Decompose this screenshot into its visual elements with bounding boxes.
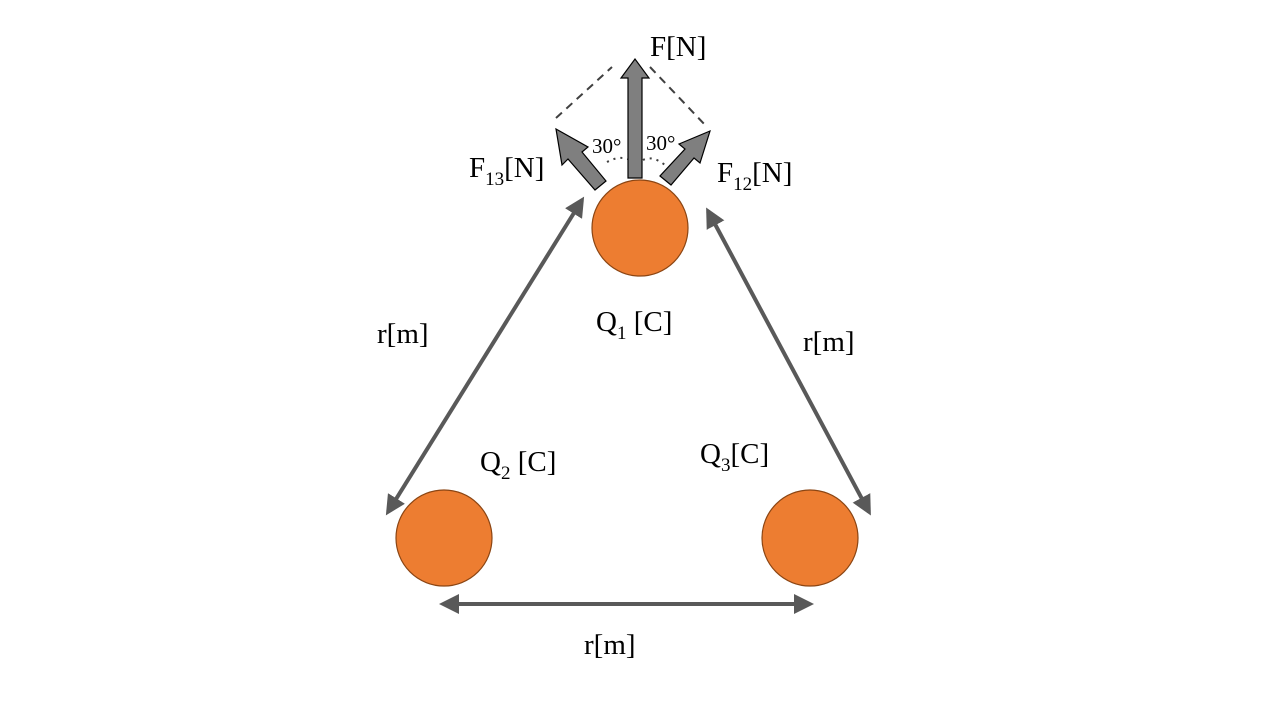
distance-label-left: r[m] <box>377 318 429 350</box>
f13-label: F13[N] <box>469 152 544 190</box>
distance-label-right: r[m] <box>803 326 855 358</box>
q1-label: Q1 [C] <box>596 306 672 344</box>
q3-label: Q3[C] <box>700 438 769 476</box>
f12-force-arrow <box>659 129 711 186</box>
charge-q2 <box>395 489 493 587</box>
resultant-force-arrow <box>619 57 651 179</box>
parallelogram-dashed-left <box>555 66 613 119</box>
distance-label-bottom: r[m] <box>584 629 636 661</box>
angle-arc-right <box>642 157 666 166</box>
angle-arc-left <box>606 156 631 163</box>
resultant-force-label: F[N] <box>650 31 706 63</box>
angle-label-right: 30° <box>646 131 675 155</box>
distance-arrow-right <box>706 207 871 516</box>
angle-label-left: 30° <box>592 134 621 158</box>
charge-q1 <box>591 179 689 277</box>
charge-q3 <box>761 489 859 587</box>
distance-arrow-left <box>385 196 585 516</box>
q2-label: Q2 [C] <box>480 446 556 484</box>
f13-force-arrow <box>555 127 607 191</box>
parallelogram-dashed-right <box>649 66 708 128</box>
f12-label: F12[N] <box>717 157 792 195</box>
